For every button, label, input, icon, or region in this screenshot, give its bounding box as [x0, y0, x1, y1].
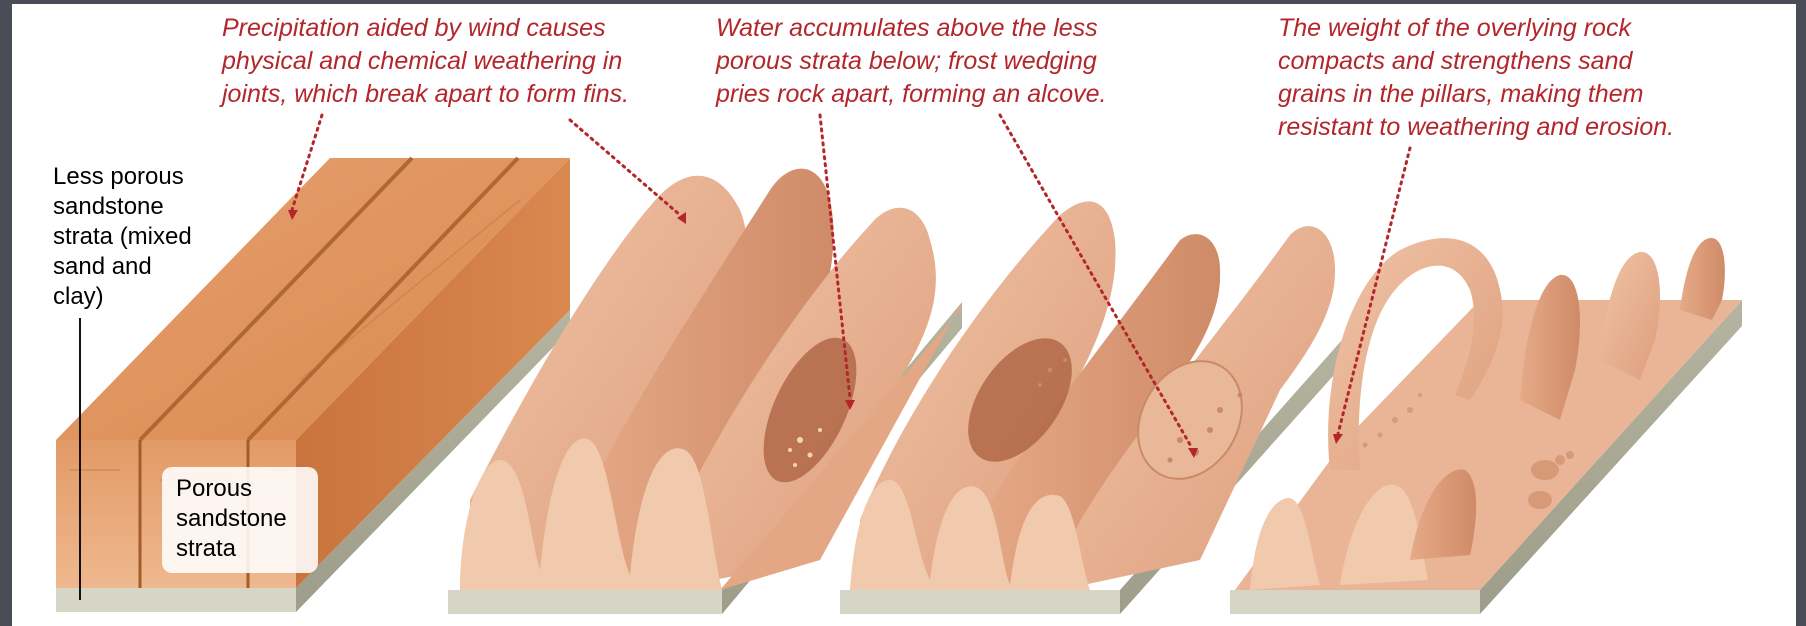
porous-label-box: Porous sandstone strata — [162, 467, 318, 573]
label-porous-strata: Porous sandstone strata — [162, 467, 318, 564]
caption-stage2: Water accumulates above the less porous … — [716, 12, 1106, 111]
caption-stage1: Precipitation aided by wind causes physi… — [222, 12, 629, 111]
caption-stage3: The weight of the overlying rock compact… — [1278, 12, 1674, 144]
label-less-porous-strata: Less porous sandstone strata (mixed sand… — [53, 162, 192, 312]
